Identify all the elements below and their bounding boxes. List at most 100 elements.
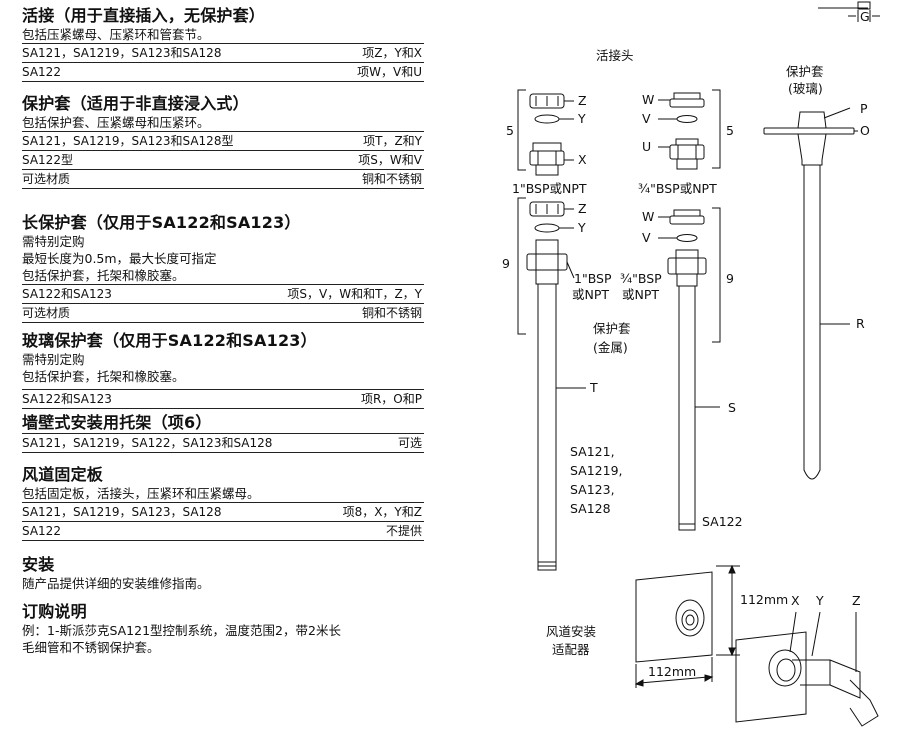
label-z-duct: Z	[852, 593, 861, 608]
label-g: G	[860, 9, 870, 24]
label-w: W	[642, 92, 654, 107]
table-row: 可选材质铜和不锈钢	[22, 303, 424, 323]
table-row: SA122型 项S，W和V	[22, 150, 424, 169]
row-label: SA122	[22, 65, 61, 79]
dimension-vertical: 112mm	[740, 592, 788, 607]
table-row: SA122和SA123 项R，O和P	[22, 389, 424, 409]
label-z-pocket: Z	[578, 201, 587, 216]
row-label: SA122型	[22, 153, 73, 167]
label-t: T	[589, 380, 598, 395]
label-9-left: 9	[502, 256, 510, 271]
thread-spec-1in: 1"BSP或NPT	[512, 181, 587, 196]
row-value: 可选	[397, 436, 422, 450]
label-w-pocket: W	[642, 209, 654, 224]
section-line: 毛细管和不锈钢保护套。	[22, 640, 160, 655]
section-title: 玻璃保护套（仅用于SA122和SA123）	[22, 331, 317, 350]
section-install: 安装 随产品提供详细的安装维修指南。	[22, 555, 424, 592]
section-union: 活接（用于直接插入，无保护套） 包括压紧螺母、压紧环和管套节。 SA121，SA…	[22, 6, 424, 82]
label-v-pocket: V	[642, 230, 651, 245]
row-value: 项Z，Y和X	[362, 46, 422, 60]
section-line: 包括保护套，托架和橡胶塞。	[22, 369, 185, 384]
model-name: SA121,	[570, 444, 615, 459]
section-title: 保护套（适用于非直接浸入式）	[22, 94, 249, 113]
table-row: SA121，SA1219，SA122，SA123和SA128 可选	[22, 433, 424, 453]
table-row: SA122 项W，V和U	[22, 62, 424, 82]
model-name: SA122	[702, 514, 743, 529]
row-value: 项W，V和U	[357, 65, 422, 79]
label-5-right: 5	[726, 123, 734, 138]
section-line: 需特别定购	[22, 352, 85, 367]
label-y: Y	[577, 111, 586, 126]
duct-adapter-sublabel: 适配器	[552, 642, 590, 657]
section-title: 风道固定板	[22, 465, 104, 484]
spec-text-column: 活接（用于直接插入，无保护套） 包括压紧螺母、压紧环和管套节。 SA121，SA…	[22, 6, 424, 656]
row-label: SA122	[22, 524, 61, 538]
section-wall-bracket: 墙壁式安装用托架（项6） SA121，SA1219，SA122，SA123和SA…	[22, 413, 424, 453]
glass-pocket-label: 保护套	[786, 64, 824, 79]
label-z: Z	[578, 93, 587, 108]
section-title: 活接（用于直接插入，无保护套）	[22, 6, 266, 25]
label-s: S	[728, 400, 736, 415]
model-name: SA1219,	[570, 463, 623, 478]
section-pocket: 保护套（适用于非直接浸入式） 包括保护套、压紧螺母和压紧环。 SA121，SA1…	[22, 94, 424, 189]
metal-pocket-label: 保护套	[593, 321, 631, 336]
label-r: R	[856, 316, 865, 331]
section-glass-pocket: 玻璃保护套（仅用于SA122和SA123） 需特别定购 包括保护套，托架和橡胶塞…	[22, 331, 424, 409]
diagram-title-union: 活接头	[596, 48, 634, 63]
row-value: 项S，V，W和和T，Z，Y	[287, 287, 422, 301]
label-5-left: 5	[506, 123, 514, 138]
row-label: SA122和SA123	[22, 392, 112, 406]
row-value: 不提供	[385, 524, 422, 538]
label-y-duct: Y	[815, 593, 824, 608]
section-line: 最短长度为0.5m，最大长度可指定	[22, 251, 217, 266]
label-y-pocket: Y	[577, 220, 586, 235]
section-line: 例：1-斯派莎克SA121型控制系统，温度范围2，带2米长	[22, 623, 341, 638]
section-desc: 包括保护套、压紧螺母和压紧环。	[22, 115, 210, 130]
section-line: 包括保护套，托架和橡胶塞。	[22, 268, 185, 283]
metal-pocket-sublabel: (金属)	[593, 340, 628, 355]
glass-pocket-sublabel: (玻璃)	[788, 81, 823, 96]
thread-1in-a: 1"BSP	[574, 271, 612, 286]
dimension-horizontal: 112mm	[648, 664, 696, 679]
row-value: 铜和不锈钢	[361, 172, 422, 186]
row-label: SA121，SA1219，SA123和SA128型	[22, 134, 234, 148]
section-title: 墙壁式安装用托架（项6）	[22, 413, 212, 432]
label-x: X	[578, 152, 587, 167]
row-label: SA121，SA1219，SA123，SA128	[22, 505, 222, 519]
thread-1in-b: 或NPT	[572, 287, 609, 302]
section-order: 订购说明 例：1-斯派莎克SA121型控制系统，温度范围2，带2米长 毛细管和不…	[22, 602, 424, 656]
row-label: SA121，SA1219，SA123和SA128	[22, 46, 222, 60]
thread-spec-34in: ¾"BSP或NPT	[638, 181, 717, 196]
section-title: 长保护套（仅用于SA122和SA123）	[22, 213, 301, 232]
row-value: 项R，O和P	[360, 392, 422, 406]
section-line: 需特别定购	[22, 234, 85, 249]
table-row: SA122 不提供	[22, 521, 424, 541]
label-v: V	[642, 111, 651, 126]
label-9-right: 9	[726, 271, 734, 286]
section-desc: 随产品提供详细的安装维修指南。	[22, 576, 210, 591]
row-value: 项T，Z和Y	[363, 134, 422, 148]
label-u: U	[642, 139, 651, 154]
section-duct-plate: 风道固定板 包括固定板，活接头，压紧环和压紧螺母。 SA121，SA1219，S…	[22, 465, 424, 541]
row-label: SA122和SA123	[22, 287, 112, 301]
row-value: 项S，W和V	[358, 153, 422, 167]
label-p: P	[860, 101, 868, 116]
row-label: 可选材质	[22, 306, 71, 320]
row-label: 可选材质	[22, 172, 71, 186]
model-name: SA128	[570, 501, 611, 516]
table-row: SA122和SA123 项S，V，W和和T，Z，Y	[22, 284, 424, 303]
table-row: SA121，SA1219，SA123和SA128型 项T，Z和Y	[22, 131, 424, 150]
thread-34in-a: ¾"BSP	[620, 271, 662, 286]
section-title: 安装	[22, 555, 55, 574]
table-row: SA121，SA1219，SA123和SA128 项Z，Y和X	[22, 43, 424, 62]
duct-adapter-label: 风道安装	[546, 624, 596, 639]
label-x-duct: X	[791, 593, 800, 608]
section-title: 订购说明	[22, 602, 87, 621]
section-long-pocket: 长保护套（仅用于SA122和SA123） 需特别定购 最短长度为0.5m，最大长…	[22, 213, 424, 323]
model-name: SA123,	[570, 482, 615, 497]
row-label: SA121，SA1219，SA122，SA123和SA128	[22, 436, 273, 450]
table-row: 可选材质 铜和不锈钢	[22, 169, 424, 189]
section-desc: 包括压紧螺母、压紧环和管套节。	[22, 27, 210, 42]
